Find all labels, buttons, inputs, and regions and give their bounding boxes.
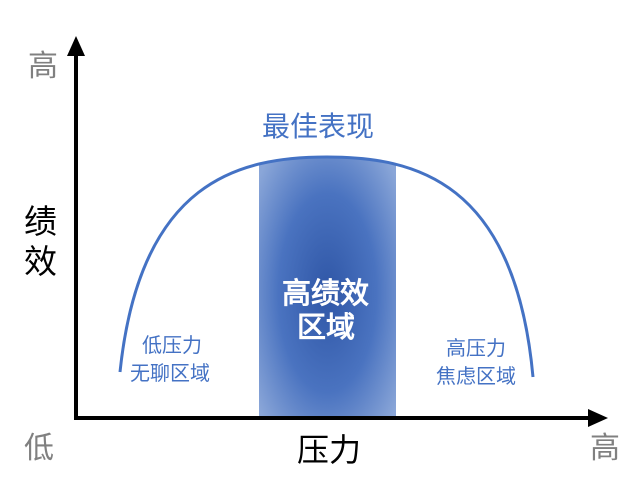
high-performance-band xyxy=(259,157,396,418)
right-zone-label-line1: 高压力 xyxy=(446,336,506,360)
performance-curve xyxy=(118,155,535,378)
x-axis-arrow-icon xyxy=(588,409,608,427)
y-axis-title-line1: 绩 xyxy=(24,202,57,241)
left-zone-label-line1: 低压力 xyxy=(142,333,202,357)
y-axis-high-label: 高 xyxy=(28,49,58,84)
center-zone-label-line2: 区域 xyxy=(297,310,356,344)
y-axis-title-line2: 效 xyxy=(24,242,57,281)
left-zone-label-line2: 无聊区域 xyxy=(130,361,210,385)
right-zone-label-line2: 焦虑区域 xyxy=(436,364,516,388)
x-axis-title: 压力 xyxy=(297,431,362,469)
center-zone-label-line1: 高绩效 xyxy=(282,276,370,310)
y-axis-arrow-icon xyxy=(67,36,85,56)
peak-label: 最佳表现 xyxy=(262,110,375,143)
origin-low-label: 低 xyxy=(24,431,54,466)
x-axis-high-label: 高 xyxy=(590,431,620,466)
